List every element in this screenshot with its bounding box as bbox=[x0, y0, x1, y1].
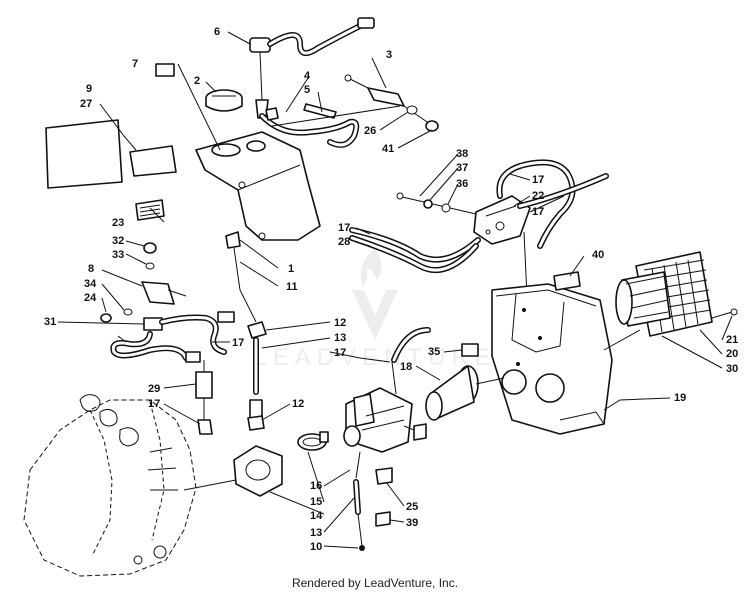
callout-24: 24 bbox=[84, 292, 97, 304]
bracket-3 bbox=[367, 87, 405, 107]
callout-39: 39 bbox=[406, 517, 418, 529]
connector-35 bbox=[461, 343, 479, 357]
fuel-pump bbox=[473, 195, 531, 245]
callout-29: 29 bbox=[148, 383, 160, 395]
callout-22: 22 bbox=[532, 190, 544, 202]
washer-37 bbox=[423, 199, 433, 209]
nut-41 bbox=[425, 120, 439, 132]
callout-33: 33 bbox=[112, 249, 124, 261]
lock-washer-36 bbox=[441, 203, 451, 213]
fuel-filter-29 bbox=[195, 371, 213, 399]
fuel-tank bbox=[195, 131, 321, 241]
clamp-15 bbox=[297, 431, 329, 451]
callout-36: 36 bbox=[456, 178, 468, 190]
leader-lines bbox=[57, 31, 733, 549]
callout-40: 40 bbox=[592, 249, 604, 261]
callout-10: 10 bbox=[310, 541, 322, 553]
washer-26 bbox=[406, 105, 418, 115]
callout-17-primer: 17 bbox=[232, 337, 244, 349]
callout-17-pump-left: 17 bbox=[338, 222, 350, 234]
callout-38: 38 bbox=[456, 148, 468, 160]
washer-34 bbox=[123, 308, 133, 316]
callout-32: 32 bbox=[112, 235, 124, 247]
callout-34: 34 bbox=[84, 278, 97, 290]
callout-7: 7 bbox=[132, 58, 138, 70]
vent-tube-5 bbox=[303, 103, 337, 119]
callout-17-pump-upper: 17 bbox=[532, 174, 544, 186]
footer-credit: Rendered by LeadVenture, Inc. bbox=[291, 576, 459, 590]
callout-17-carb: 17 bbox=[334, 347, 346, 359]
callout-35: 35 bbox=[428, 346, 440, 358]
callout-17-filter: 17 bbox=[148, 398, 160, 410]
carb-boot-18 bbox=[425, 365, 479, 421]
watermark-text: LEADVENTURE bbox=[253, 344, 496, 371]
gauge-connector bbox=[357, 17, 375, 29]
callout-labels: 6 7 2 4 5 3 9 27 26 41 38 37 36 17 22 17… bbox=[44, 26, 738, 553]
vent-fitting bbox=[265, 107, 279, 121]
primer-fitting-31 bbox=[143, 317, 163, 331]
leadventure-watermark: LEADVENTURE bbox=[253, 248, 496, 371]
carb-flange-14 bbox=[233, 445, 283, 497]
nut-24 bbox=[100, 313, 112, 323]
callout-41: 41 bbox=[382, 143, 394, 155]
callout-11: 11 bbox=[286, 281, 298, 293]
callout-3: 3 bbox=[386, 49, 392, 61]
primer-8 bbox=[141, 281, 175, 305]
clamp-12-lower bbox=[247, 415, 265, 431]
airbox-silencer bbox=[491, 283, 613, 435]
callout-1: 1 bbox=[288, 263, 294, 275]
fitting-25 bbox=[375, 467, 393, 485]
decal-40 bbox=[553, 271, 581, 291]
callout-12-lower: 12 bbox=[292, 398, 304, 410]
fitting-39 bbox=[375, 511, 391, 527]
clamp-12-upper bbox=[247, 321, 267, 339]
callout-16: 16 bbox=[310, 480, 322, 492]
callout-20: 20 bbox=[726, 348, 738, 360]
callout-37: 37 bbox=[456, 162, 468, 174]
callout-15: 15 bbox=[310, 496, 322, 508]
decal-9 bbox=[45, 119, 123, 189]
callout-30: 30 bbox=[726, 363, 738, 375]
intake-screen bbox=[615, 251, 713, 337]
callout-26: 26 bbox=[364, 125, 376, 137]
washer-33 bbox=[145, 262, 155, 270]
callout-4: 4 bbox=[304, 70, 311, 82]
decal-27 bbox=[129, 145, 177, 177]
callout-2: 2 bbox=[194, 75, 200, 87]
callout-25: 25 bbox=[406, 501, 418, 513]
callout-27: 27 bbox=[80, 98, 92, 110]
fuel-gauge-sender bbox=[249, 37, 271, 119]
callout-12-upper: 12 bbox=[334, 317, 346, 329]
decal-7 bbox=[155, 63, 175, 77]
callout-13-lower: 13 bbox=[310, 527, 322, 539]
callout-14: 14 bbox=[310, 510, 323, 522]
callout-18: 18 bbox=[400, 361, 412, 373]
callout-9: 9 bbox=[86, 83, 92, 95]
callout-6: 6 bbox=[214, 26, 220, 38]
callout-17-pump-right: 17 bbox=[532, 206, 544, 218]
nut-32 bbox=[143, 242, 157, 254]
fuel-cap bbox=[205, 89, 243, 112]
callout-8: 8 bbox=[88, 263, 94, 275]
engine-outline bbox=[23, 394, 237, 577]
callout-19: 19 bbox=[674, 392, 686, 404]
callout-23: 23 bbox=[112, 217, 124, 229]
callout-13-upper: 13 bbox=[334, 332, 346, 344]
callout-31: 31 bbox=[44, 316, 56, 328]
callout-5: 5 bbox=[304, 84, 310, 96]
carburetor bbox=[343, 327, 431, 453]
callout-21: 21 bbox=[726, 334, 738, 346]
callout-28: 28 bbox=[338, 236, 350, 248]
